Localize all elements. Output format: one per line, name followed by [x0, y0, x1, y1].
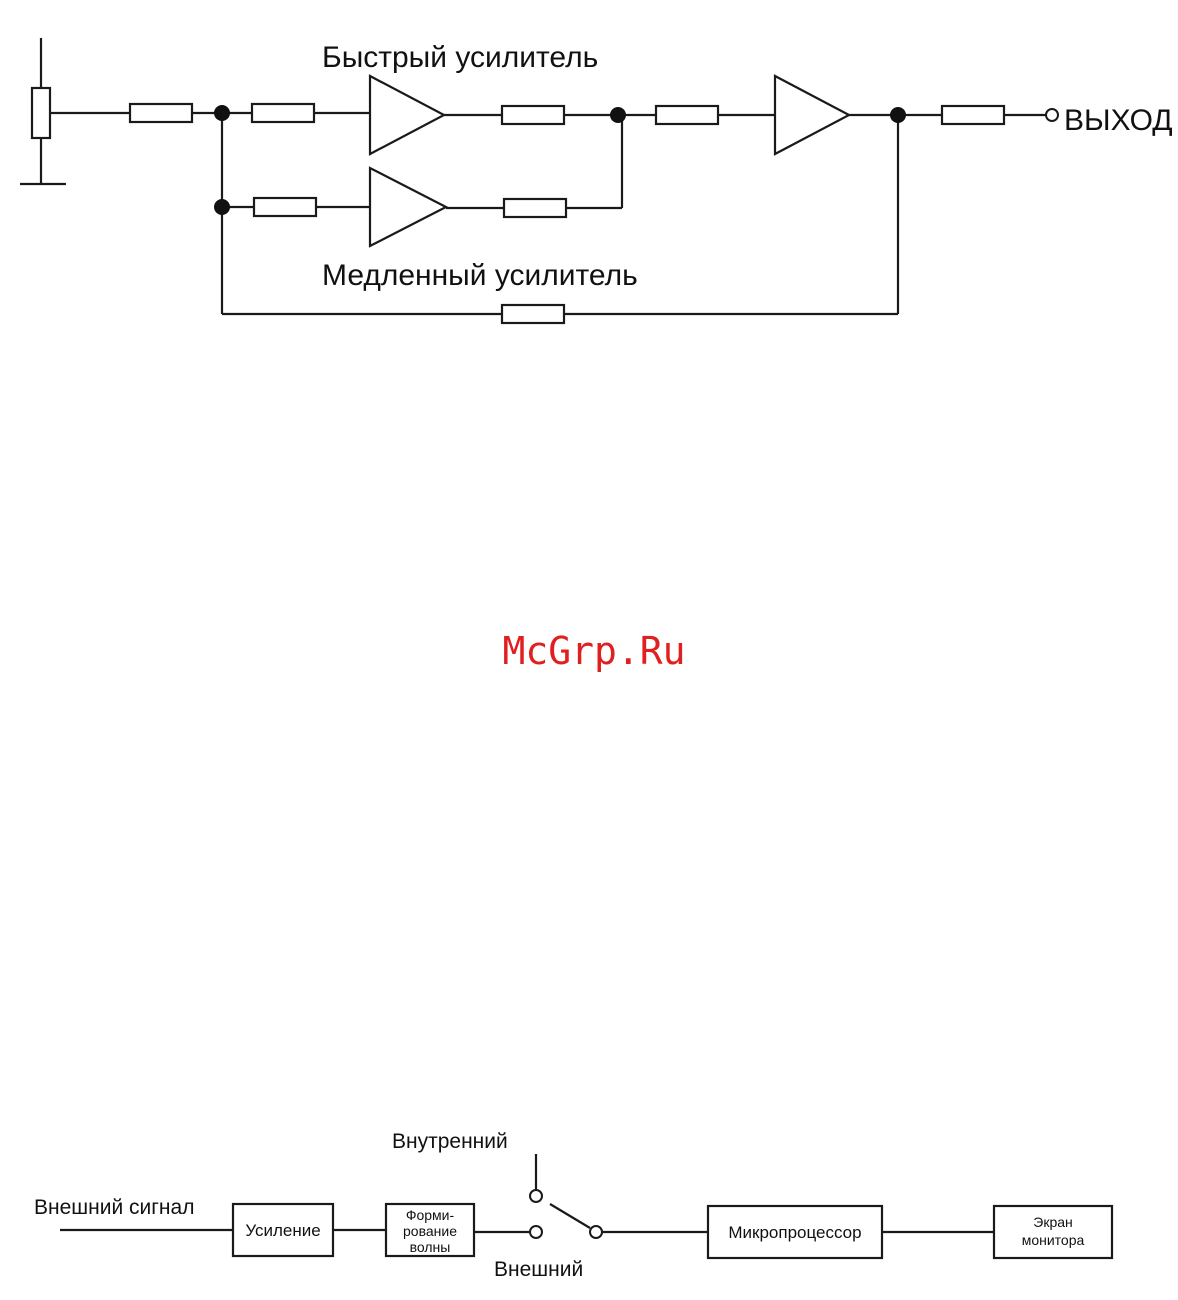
output-label: ВЫХОД — [1064, 104, 1173, 137]
waveform-block-line2: рование — [403, 1223, 457, 1239]
input-signal-label: Внешний сигнал — [34, 1196, 194, 1219]
potentiometer — [32, 88, 50, 138]
internal-contact — [530, 1190, 542, 1202]
slow-amplifier — [370, 168, 446, 246]
fast-amplifier — [370, 76, 444, 154]
internal-label: Внутренний — [392, 1130, 508, 1153]
amplifier-schematic: Быстрый усилитель Медленный усилитель ВЫ… — [20, 38, 1173, 323]
slow-amp-label: Медленный усилитель — [322, 259, 638, 292]
junction-node-a — [214, 105, 230, 121]
microprocessor-block-label: Микропроцессор — [728, 1223, 861, 1242]
feedback-resistor — [502, 305, 564, 323]
waveform-block-line1: Форми- — [406, 1207, 455, 1223]
switch-common-contact — [590, 1226, 602, 1238]
fast-output-resistor — [502, 106, 564, 124]
fast-input-resistor — [252, 104, 314, 122]
slow-input-resistor — [254, 198, 316, 216]
output-terminal — [1046, 109, 1058, 121]
amplify-block-label: Усиление — [245, 1221, 320, 1240]
fast-amp-label: Быстрый усилитель — [322, 41, 598, 74]
junction-node-b — [214, 199, 230, 215]
output-resistor — [942, 106, 1004, 124]
external-label: Внешний — [494, 1258, 583, 1281]
watermark-text: McGrp.Ru — [502, 629, 685, 673]
switch-lever — [550, 1204, 590, 1228]
waveform-block-line3: волны — [410, 1239, 451, 1255]
signal-chain-diagram: Внешний сигнал Усиление Форми- рование в… — [34, 1130, 1112, 1281]
junction-node-c — [610, 107, 626, 123]
monitor-block-line1: Экран — [1033, 1214, 1073, 1230]
monitor-block-line2: монитора — [1022, 1232, 1085, 1248]
input-resistor — [130, 104, 192, 122]
stage2-input-resistor — [656, 106, 718, 124]
output-amplifier — [775, 76, 849, 154]
junction-node-d — [890, 107, 906, 123]
slow-output-resistor — [504, 199, 566, 217]
external-contact — [530, 1226, 542, 1238]
